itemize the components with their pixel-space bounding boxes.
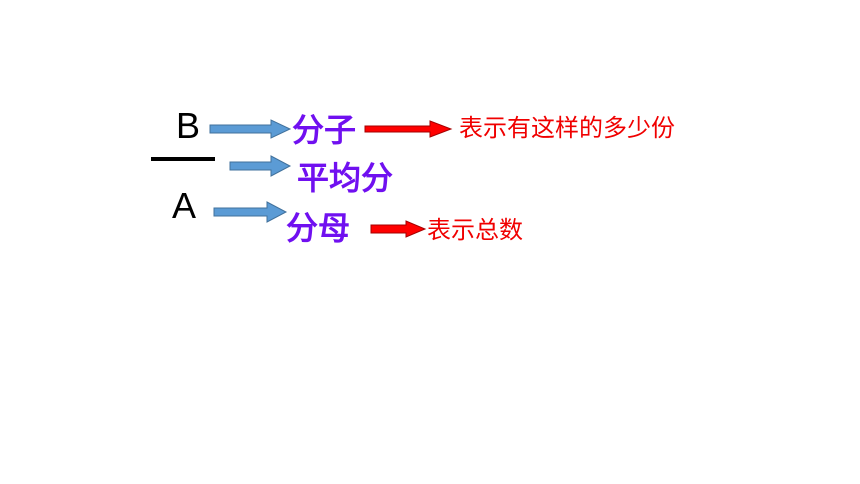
numerator-arrow [209,119,292,139]
numerator-letter: B [176,105,201,146]
denominator-term: 分母 [286,209,351,247]
fraction-bar [151,157,215,161]
numerator-meaning-arrow [364,120,453,138]
bar-term: 平均分 [297,159,394,197]
denominator-arrow [213,201,288,223]
bar-arrow [229,155,292,177]
denominator-meaning: 表示总数 [427,216,523,244]
numerator-term: 分子 [292,111,357,149]
numerator-meaning: 表示有这样的多少份 [459,114,675,142]
denominator-letter: A [172,185,197,226]
denominator-meaning-arrow [370,220,427,238]
